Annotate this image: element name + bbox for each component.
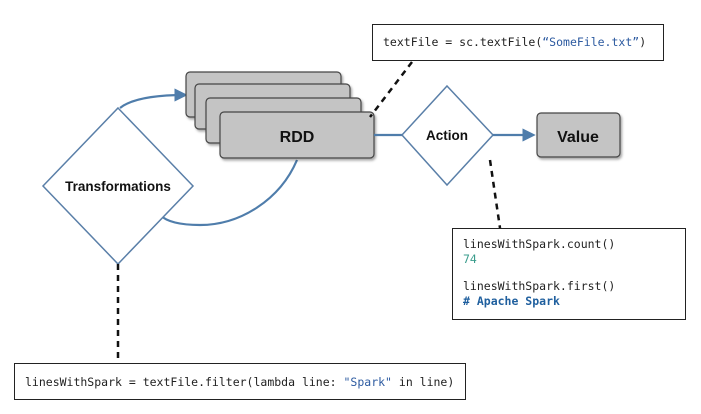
textfile-code-prefix: textFile = sc.textFile( (383, 35, 543, 49)
filter-code-prefix: linesWithSpark = textFile.filter(lambda … (25, 375, 344, 389)
textfile-code-suffix: ) (639, 35, 647, 49)
first-result-line: # Apache Spark (463, 294, 560, 308)
connector-textfile (369, 61, 413, 118)
action-label: Action (426, 128, 468, 143)
count-result-line: 74 (463, 252, 477, 266)
transform-to-rdd-arrow (119, 88, 188, 109)
transformations-label: Transformations (65, 179, 171, 194)
action-diamond (400, 84, 495, 187)
textfile-code-line: textFile = sc.textFile(“SomeFile.txt”) (383, 35, 663, 50)
code-spacer (463, 267, 685, 279)
filter-code-argument: "Spark" (343, 375, 392, 389)
textfile-code-box: textFile = sc.textFile(“SomeFile.txt”) (372, 24, 664, 61)
textfile-code-argument: “SomeFile.txt” (542, 35, 640, 49)
filter-code-suffix: in line) (391, 375, 455, 389)
first-call-line: linesWithSpark.first() (463, 279, 616, 293)
value-box (536, 112, 621, 158)
value-label: Value (557, 129, 599, 146)
filter-code-line: linesWithSpark = textFile.filter(lambda … (25, 375, 465, 390)
count-call-line: linesWithSpark.count() (463, 237, 616, 251)
action-results-code-box: linesWithSpark.count()74 linesWithSpark.f… (452, 228, 686, 320)
rdd-label: RDD (280, 129, 315, 146)
filter-code-box: linesWithSpark = textFile.filter(lambda … (14, 363, 466, 400)
rdd-to-transform-curve (159, 159, 299, 227)
connector-count (488, 159, 502, 229)
